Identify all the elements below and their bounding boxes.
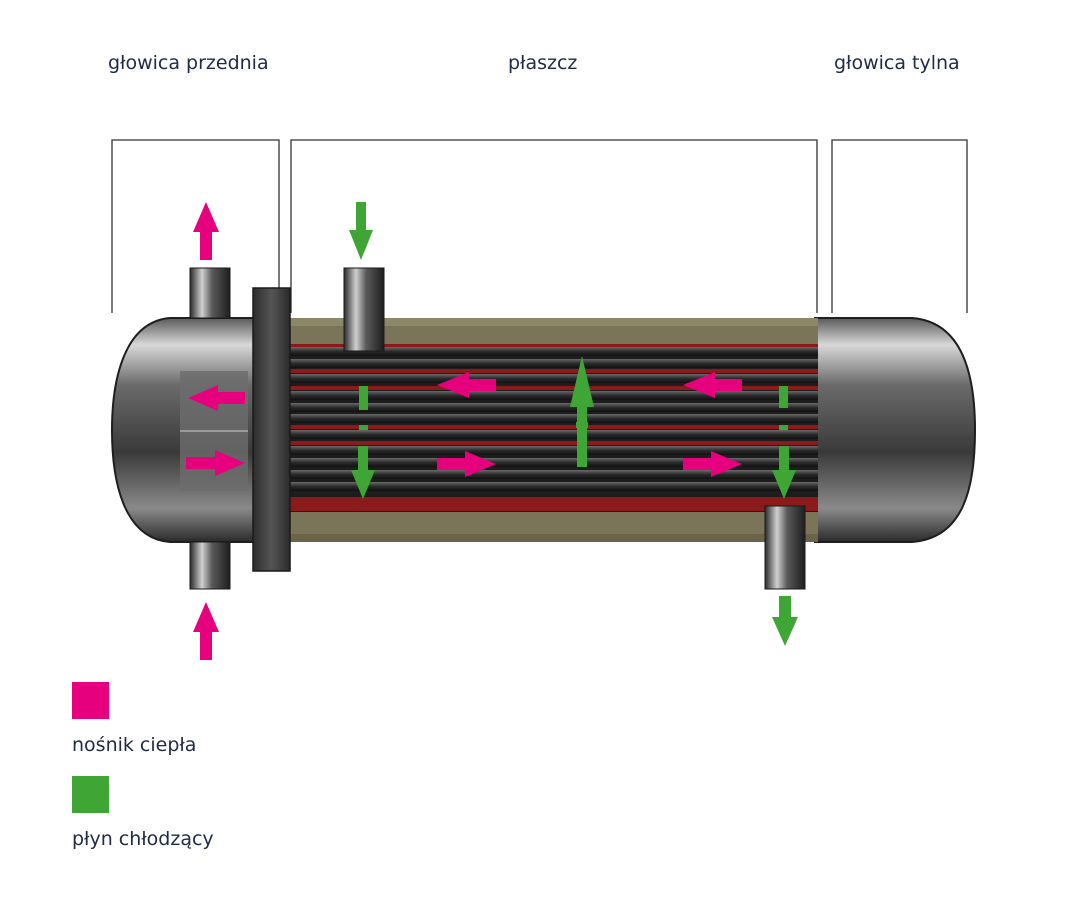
- hot-right-arrow-2: [683, 451, 742, 477]
- coolant-arrows: [349, 202, 798, 646]
- bracket-rear-head: [831, 139, 968, 313]
- hot-out-arrow: [193, 202, 219, 260]
- hot-left-arrow-1: [437, 372, 496, 398]
- hot-in-arrow: [193, 602, 219, 660]
- coolant-down-arrow-2: [772, 446, 796, 499]
- label-shell: płaszcz: [508, 52, 578, 74]
- hot-left-arrow-2: [683, 372, 742, 398]
- coolant-outlet-nozzle: [764, 505, 806, 590]
- front-flange: [252, 287, 291, 572]
- legend-swatch-cold: [72, 776, 109, 813]
- coolant-out-arrow: [772, 596, 798, 646]
- hot-outlet-nozzle: [189, 267, 231, 319]
- rear-head-dome: [814, 317, 977, 543]
- legend-label-hot: nośnik ciepła: [72, 734, 197, 756]
- tube-bundle: [288, 344, 818, 512]
- hot-inlet-nozzle: [189, 541, 231, 590]
- hot-fluid-arrows: [186, 202, 742, 660]
- legend-swatch-hot: [72, 682, 109, 719]
- coolant-down-arrow-1: [351, 446, 375, 499]
- coolant-in-arrow: [349, 202, 373, 260]
- bracket-shell: [290, 139, 818, 313]
- hot-left-arrow-head: [188, 385, 245, 411]
- legend-label-cold: płyn chłodzący: [72, 828, 214, 850]
- label-rear-head: głowica tylna: [834, 52, 960, 74]
- label-front-head: głowica przednia: [108, 52, 269, 74]
- hot-right-arrow-1: [437, 451, 496, 477]
- coolant-up-arrow: [570, 356, 594, 467]
- coolant-inlet-nozzle: [343, 267, 385, 352]
- hot-right-arrow-head: [186, 450, 245, 476]
